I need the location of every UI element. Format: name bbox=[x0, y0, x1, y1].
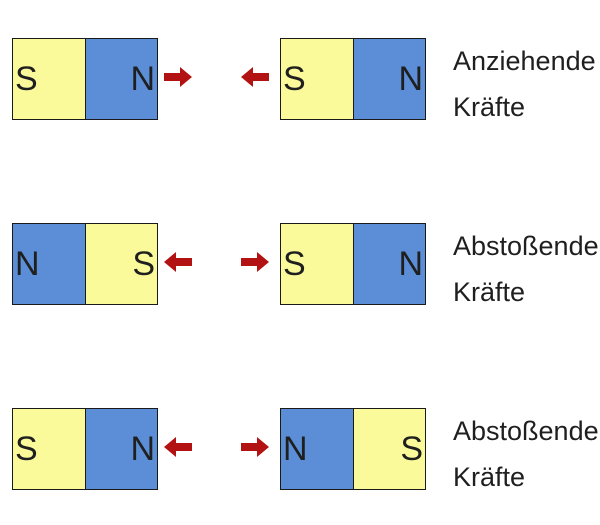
magnet-pole: N bbox=[85, 409, 157, 489]
arrow-shape bbox=[241, 252, 269, 272]
force-arrow-icon bbox=[163, 251, 193, 273]
arrow-right-icon bbox=[164, 67, 192, 87]
arrow-right-icon bbox=[241, 437, 269, 457]
arrow-left-icon bbox=[164, 437, 192, 457]
arrow-left-icon bbox=[164, 252, 192, 272]
left-magnet: N S bbox=[12, 223, 158, 305]
left-magnet: S N bbox=[12, 408, 158, 490]
force-caption: Anziehende Kräfte bbox=[453, 38, 600, 130]
caption-line: Kräfte bbox=[453, 462, 526, 492]
caption-line: Abstoßende bbox=[453, 416, 599, 446]
force-arrow-icon bbox=[240, 66, 270, 88]
force-caption: Abstoßende Kräfte bbox=[453, 223, 600, 315]
arrow-shape bbox=[164, 437, 192, 457]
magnet-row-1: S N S N Anziehende Kräfte bbox=[0, 38, 600, 122]
magnet-pole: N bbox=[353, 39, 425, 119]
arrow-shape bbox=[164, 252, 192, 272]
magnet-pole: N bbox=[13, 224, 85, 304]
magnet-row-2: N S S N Abstoßende Kräfte bbox=[0, 223, 600, 307]
caption-line: Anziehende bbox=[453, 46, 596, 76]
magnet-pole: S bbox=[281, 39, 353, 119]
force-arrow-icon bbox=[240, 436, 270, 458]
magnet-pole: N bbox=[85, 39, 157, 119]
caption-line: Abstoßende bbox=[453, 231, 599, 261]
magnet-pole: N bbox=[353, 224, 425, 304]
right-magnet: S N bbox=[280, 38, 426, 120]
caption-line: Kräfte bbox=[453, 92, 526, 122]
force-arrow-icon bbox=[163, 436, 193, 458]
arrow-right-icon bbox=[241, 252, 269, 272]
force-arrow-icon bbox=[163, 66, 193, 88]
arrow-shape bbox=[241, 67, 269, 87]
magnet-pole: S bbox=[281, 224, 353, 304]
arrow-shape bbox=[164, 67, 192, 87]
force-caption: Abstoßende Kräfte bbox=[453, 408, 600, 500]
arrow-shape bbox=[241, 437, 269, 457]
magnet-pole: S bbox=[13, 409, 85, 489]
magnet-pole: S bbox=[353, 409, 425, 489]
right-magnet: N S bbox=[280, 408, 426, 490]
force-arrow-icon bbox=[240, 251, 270, 273]
right-magnet: S N bbox=[280, 223, 426, 305]
magnet-pole: S bbox=[13, 39, 85, 119]
magnet-pole: N bbox=[281, 409, 353, 489]
caption-line: Kräfte bbox=[453, 277, 526, 307]
arrow-left-icon bbox=[241, 67, 269, 87]
magnet-row-3: S N N S Abstoßende Kräfte bbox=[0, 408, 600, 492]
left-magnet: S N bbox=[12, 38, 158, 120]
magnet-pole: S bbox=[85, 224, 157, 304]
